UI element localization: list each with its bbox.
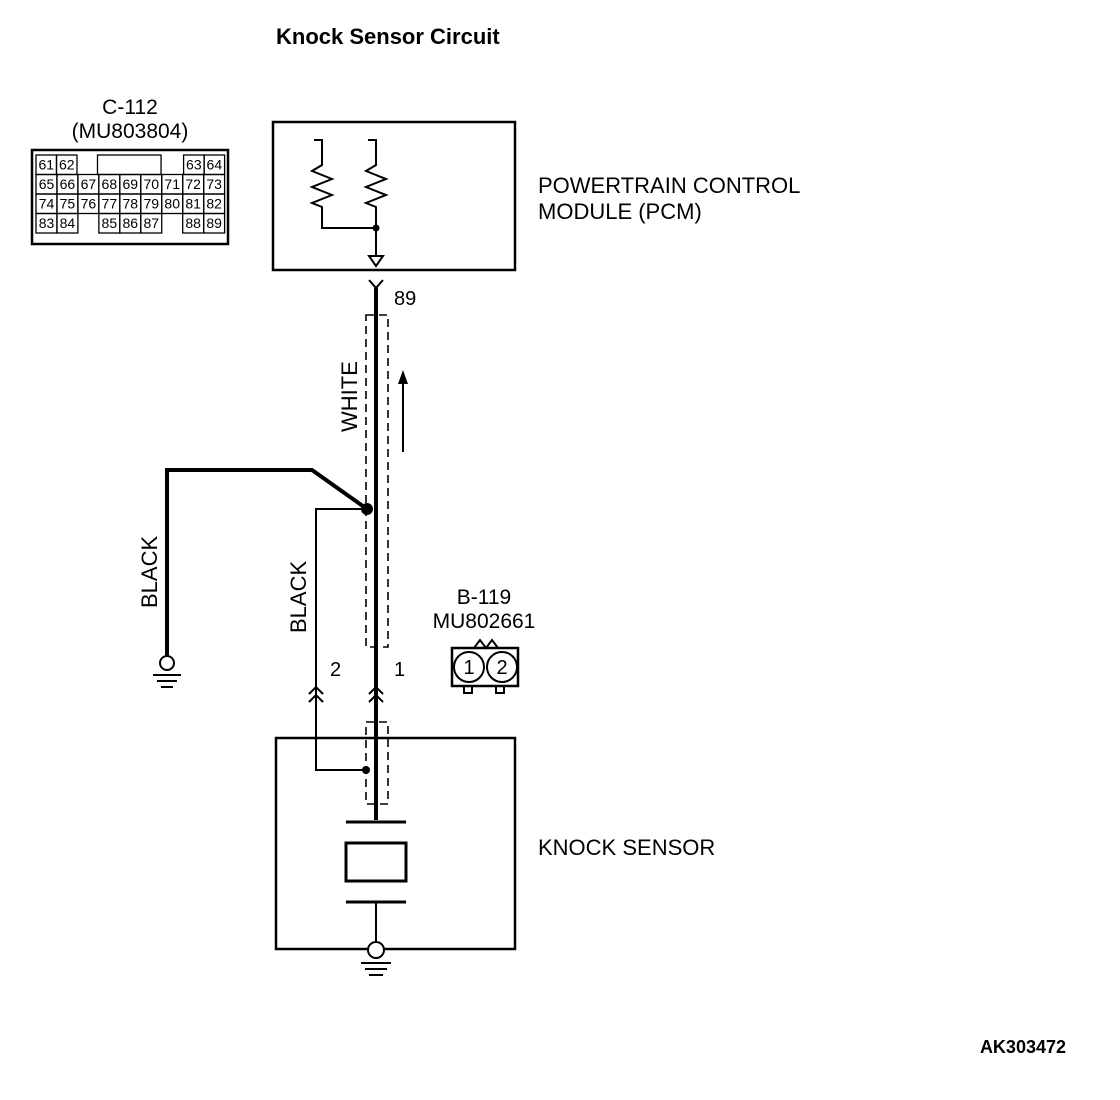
- connector-b119-pin1-label: 1: [463, 657, 474, 679]
- resistor-right-icon: [363, 139, 389, 255]
- connector-c112-pin-label: 78: [123, 196, 139, 212]
- ground-wire-left: [165, 468, 369, 656]
- connector-c112-id: C-112: [102, 96, 158, 119]
- resistor-left-icon: [309, 139, 376, 229]
- connector-c112-pin-label: 67: [81, 176, 97, 192]
- connector-c112-pin-label: 73: [206, 176, 222, 192]
- ground-sensor-icon: [361, 941, 391, 976]
- connector-c112-pin-label: 84: [60, 215, 76, 231]
- connector-c112-pin-label: 71: [164, 176, 180, 192]
- connector-c112-pin-label: 87: [143, 215, 159, 231]
- pcm-module: POWERTRAIN CONTROL MODULE (PCM): [271, 120, 800, 272]
- connector-c112-cell: [56, 212, 79, 234]
- connector-c112-pin-label: 61: [38, 157, 54, 173]
- connector-c112-pin-label: 70: [143, 176, 159, 192]
- pin1-label: 1: [394, 659, 405, 681]
- knock-sensor-label: KNOCK SENSOR: [538, 835, 715, 860]
- connector-c112-pin-label: 86: [123, 215, 139, 231]
- ground-wire-left-color-label: BLACK: [137, 536, 162, 608]
- knock-sensor-box: [274, 736, 517, 951]
- pin2-connector-chevron-icon: [308, 685, 324, 703]
- shield-upper: [365, 314, 389, 648]
- piezo-element-icon: [344, 820, 408, 942]
- connector-c112-pin-label: 79: [143, 196, 159, 212]
- sensor-shield-junction-dot: [362, 766, 370, 774]
- connector-c112-pin-label: 85: [102, 215, 118, 231]
- pcm-box: [271, 120, 517, 272]
- ground-left-icon: [153, 655, 181, 688]
- connector-c112-pin-label: 65: [39, 176, 55, 192]
- signal-wire-color-label: WHITE: [337, 361, 362, 432]
- connector-c112-cell: [140, 212, 163, 234]
- connector-c112-pin-label: 81: [185, 196, 201, 212]
- connector-c112-pin-label: 89: [206, 215, 222, 231]
- connector-c112-pin-label: 83: [39, 215, 55, 231]
- pin1-connector-chevron-icon: [368, 685, 384, 703]
- pcm-terminal-icon: [367, 255, 385, 268]
- connector-c112-part: (MU803804): [72, 120, 189, 143]
- connector-c112-pin-label: 88: [185, 215, 201, 231]
- connector-b119: B-119 MU802661 1 2: [433, 586, 536, 694]
- connector-c112-pin-label: 62: [59, 157, 75, 173]
- pin2-label: 2: [330, 659, 341, 681]
- connector-c112-pin-label: 74: [39, 196, 55, 212]
- connector-b119-pin2-label: 2: [496, 657, 507, 679]
- connector-b119-pin1: [453, 651, 485, 683]
- reference-number: AK303472: [980, 1037, 1066, 1057]
- connector-b119-part: MU802661: [433, 610, 536, 633]
- ground-wire-right: [315, 508, 367, 771]
- pcm-label-line1: POWERTRAIN CONTROL: [538, 173, 800, 198]
- connector-c112-cell: [202, 212, 226, 234]
- connector-c112-outline: [30, 148, 230, 246]
- connector-c112-pin-label: 77: [102, 196, 118, 212]
- pcm-pin-label: 89: [394, 288, 416, 310]
- connector-c112-pin-label: 68: [102, 176, 118, 192]
- diagram-title: Knock Sensor Circuit: [276, 24, 500, 49]
- connector-c112-cell: [96, 154, 162, 176]
- connector-c112-pin-label: 82: [206, 196, 222, 212]
- connector-c112-pin-label: 80: [164, 196, 180, 212]
- pcm-label-line2: MODULE (PCM): [538, 199, 702, 224]
- connector-c112-pin-label: 69: [123, 176, 139, 192]
- connector-c112-pin-label: 63: [186, 157, 202, 173]
- signal-direction-arrow-icon: [398, 370, 408, 452]
- connector-b119-pin2: [486, 651, 518, 683]
- connector-c112-pin-label: 64: [207, 157, 223, 173]
- ground-wire-right-color-label: BLACK: [286, 561, 311, 633]
- connector-c112-pin-label: 72: [185, 176, 201, 192]
- connector-b119-id: B-119: [457, 586, 511, 609]
- connector-c112-pin-label: 76: [81, 196, 97, 212]
- knock-sensor: KNOCK SENSOR: [274, 736, 715, 976]
- connector-c112-pin-label: 66: [60, 176, 76, 192]
- connector-c112-pin-label: 75: [60, 196, 76, 212]
